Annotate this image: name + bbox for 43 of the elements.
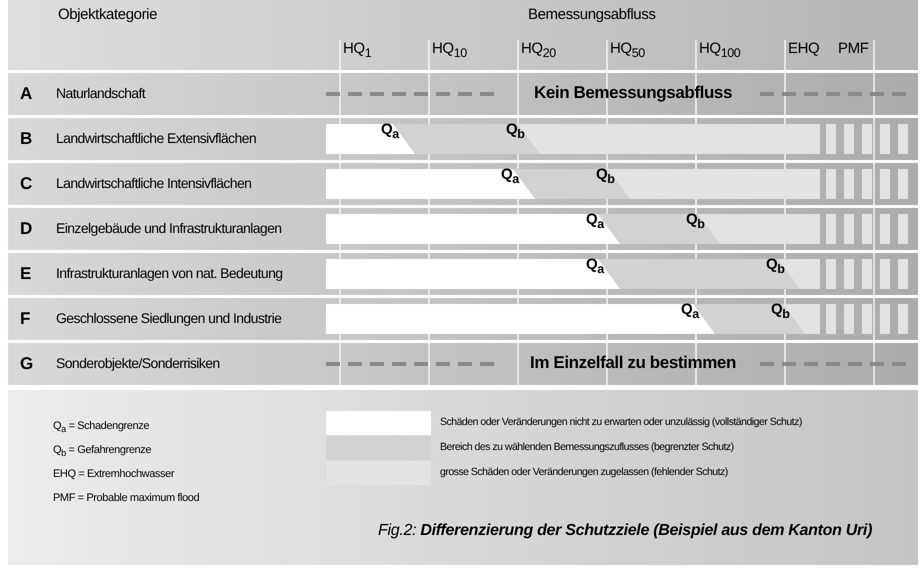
row-letter: D — [20, 219, 32, 239]
return-period-label: HQ$_{10}$ — [432, 40, 467, 60]
return-period-label: HQ$_{1}$ — [343, 40, 372, 60]
threshold-label: Q$_{b}$ — [506, 121, 525, 141]
return-period-label: PMF — [838, 40, 868, 57]
definition-text: Q$_{a}$ = Schadengrenze — [53, 420, 150, 434]
category-label: Naturlandschaft — [56, 85, 146, 101]
column-heading: Bemessungsabfluss — [528, 6, 656, 23]
legend-text: Bereich des zu wählenden Bemessungszuflusses (begrenzter Schutz) — [440, 441, 734, 453]
return-period-label: HQ$_{100}$ — [699, 40, 740, 60]
threshold-label: Q$_{b}$ — [766, 256, 785, 276]
threshold-label: Q$_{b}$ — [686, 211, 705, 231]
column-heading: Objektkategorie — [58, 6, 158, 23]
row-letter: E — [20, 264, 31, 284]
threshold-label: Q$_{b}$ — [771, 301, 790, 321]
definition-text: EHQ = Extremhochwasser — [53, 468, 174, 480]
return-period-label: EHQ — [788, 40, 820, 57]
threshold-label: Q$_{a}$ — [586, 256, 604, 276]
caption: Fig.2: Differenzierung der Schutzziele (Beispiel aus dem Kanton Uri) — [378, 522, 872, 540]
definition-text: Q$_{b}$ = Gefahrengrenze — [53, 444, 152, 458]
row-letter: G — [20, 354, 33, 374]
row-letter: F — [20, 309, 30, 329]
threshold-label: Q$_{b}$ — [596, 166, 615, 186]
category-label: Landwirtschaftliche Intensivflächen — [56, 175, 252, 191]
threshold-label: Q$_{a}$ — [681, 301, 699, 321]
category-label: Sonderobjekte/Sonderrisiken — [56, 355, 220, 371]
category-label: Einzelgebäude und Infrastrukturanlagen — [56, 220, 282, 236]
return-period-label: HQ$_{20}$ — [521, 40, 556, 60]
row-letter: C — [20, 174, 32, 194]
threshold-label: Q$_{a}$ — [381, 121, 399, 141]
legend-text: grosse Schäden oder Veränderungen zugelassen (fehlender Schutz) — [440, 466, 728, 478]
threshold-label: Q$_{a}$ — [501, 166, 519, 186]
row-note: Im Einzelfall zu bestimmen — [529, 353, 737, 373]
row-note: Kein Bemessungsabfluss — [532, 83, 734, 103]
category-label: Infrastrukturanlagen von nat. Bedeutung — [56, 265, 282, 281]
row-letter: B — [20, 129, 32, 149]
legend-text: Schäden oder Veränderungen nicht zu erwarten oder unzulässig (vollständiger Schutz) — [440, 416, 802, 428]
row-letter: A — [20, 84, 32, 104]
category-label: Landwirtschaftliche Extensivflächen — [56, 130, 256, 146]
threshold-label: Q$_{a}$ — [586, 211, 604, 231]
return-period-label: HQ$_{50}$ — [610, 40, 645, 60]
category-label: Geschlossene Siedlungen und Industrie — [56, 310, 282, 326]
definition-text: PMF = Probable maximum flood — [53, 492, 200, 504]
